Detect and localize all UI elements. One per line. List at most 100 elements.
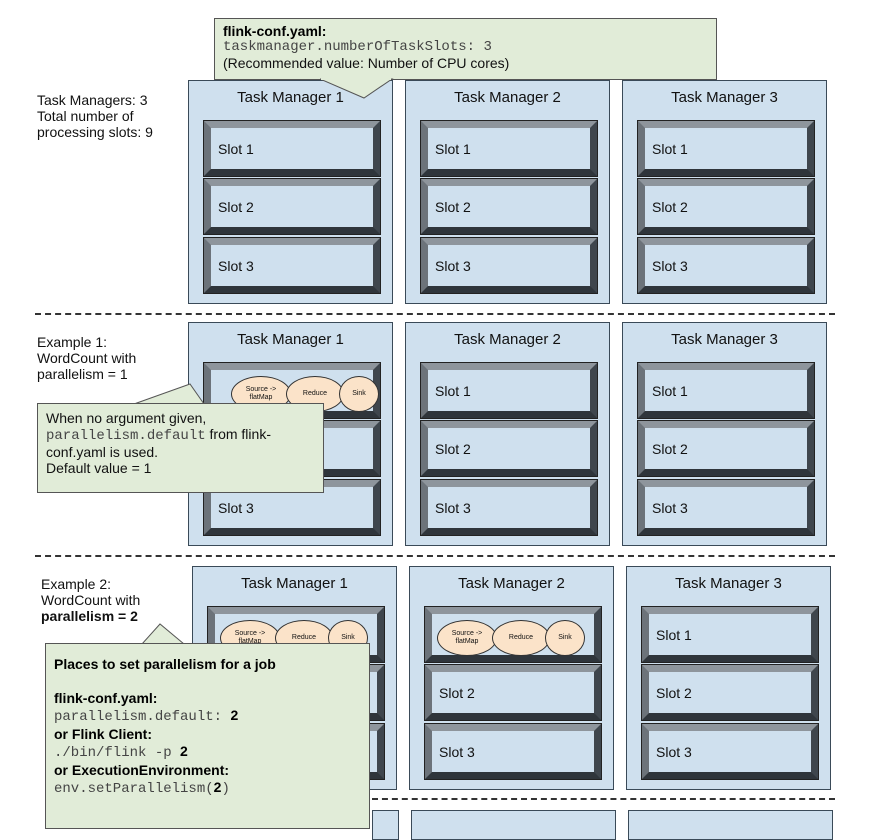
- caption-line: Example 1:: [37, 334, 108, 350]
- op-label: Reduce: [508, 634, 534, 641]
- op-label: Source ->: [245, 386, 277, 393]
- caption-line: parallelism = 1: [37, 366, 128, 382]
- task-manager-2: Task Manager 2 Source ->flatMap Reduce S…: [409, 566, 614, 790]
- note-code: ): [221, 781, 230, 797]
- op-label: Source ->: [234, 630, 266, 637]
- callout-title: flink-conf.yaml:: [223, 23, 327, 39]
- slot-1: Slot 1: [638, 121, 814, 176]
- slot-3: Slot 3: [204, 238, 380, 293]
- slot-label: Slot 3: [218, 257, 254, 274]
- note-code: env.setParallelism(: [54, 781, 214, 797]
- slot-label: Slot 3: [435, 257, 471, 274]
- slot-label: Slot 3: [652, 257, 688, 274]
- slot-label: Slot 2: [435, 198, 471, 215]
- caption-line: Example 2:: [41, 576, 112, 592]
- note-value: 2: [180, 743, 188, 759]
- tm-title: Task Manager 2: [454, 89, 561, 106]
- operator-source-flatmap: Source ->flatMap: [437, 620, 497, 656]
- slot-3: Slot 3: [421, 480, 597, 535]
- tm-title: Task Manager 2: [454, 331, 561, 348]
- task-manager-3: Task Manager 3 Slot 1 Slot 2 Slot 3: [622, 322, 827, 546]
- slot-3: Slot 3: [638, 238, 814, 293]
- operator-sink: Sink: [339, 376, 379, 412]
- section-divider: [35, 313, 835, 315]
- op-label: Sink: [558, 634, 572, 641]
- caption-line: WordCount with: [37, 350, 137, 366]
- slot-label: Slot 2: [435, 440, 471, 457]
- op-label: Source ->: [451, 630, 483, 637]
- caption-line: parallelism = 2: [41, 608, 138, 624]
- op-label: Sink: [352, 390, 366, 397]
- note-code: parallelism.default: [46, 428, 206, 444]
- slot-label: Slot 1: [652, 382, 688, 399]
- note-code: parallelism.default:: [54, 709, 231, 725]
- tm-title: Task Manager 1: [241, 575, 348, 592]
- slot-label: Slot 1: [435, 140, 471, 157]
- note-heading: flink-conf.yaml:: [54, 690, 158, 706]
- note-value: 2: [213, 779, 222, 795]
- task-manager-3: Task Manager 3 Slot 1 Slot 2 Slot 3: [626, 566, 831, 790]
- callout-pointer: [320, 78, 394, 99]
- op-label: Sink: [341, 634, 355, 641]
- operator-sink: Sink: [545, 620, 585, 656]
- task-manager-3: Task Manager 3 Slot 1 Slot 2 Slot 3: [622, 80, 827, 304]
- slot-2: Slot 2: [421, 179, 597, 234]
- section1-caption: Task Managers: 3 Total number of process…: [37, 92, 153, 140]
- tm-title: Task Manager 1: [237, 331, 344, 348]
- note-value: 2: [230, 707, 239, 723]
- op-label: flatMap: [249, 394, 273, 401]
- callout-code: taskmanager.numberOfTaskSlots: 3: [223, 39, 492, 55]
- task-manager-2: Task Manager 2 Slot 1 Slot 2 Slot 3: [405, 80, 610, 304]
- op-label: flatMap: [455, 638, 479, 645]
- caption-line: processing slots: 9: [37, 124, 153, 140]
- slot-3: Slot 3: [638, 480, 814, 535]
- caption-line: Total number of: [37, 108, 134, 124]
- slot-2: Slot 2: [638, 179, 814, 234]
- task-manager-partial: [628, 810, 833, 840]
- slot-1: Slot 1: [421, 363, 597, 418]
- slot-label: Slot 1: [218, 140, 254, 157]
- slot-label: Slot 1: [652, 140, 688, 157]
- slot-label: Slot 2: [656, 684, 692, 701]
- note-code: ./bin/flink -p: [54, 745, 181, 761]
- slot-label: Slot 1: [435, 382, 471, 399]
- slot-1: Slot 1: [421, 121, 597, 176]
- slot-2: Slot 2: [425, 665, 601, 720]
- note-heading: or Flink Client:: [54, 726, 152, 742]
- op-label: Reduce: [291, 634, 317, 641]
- slot-2: Slot 2: [421, 421, 597, 476]
- section2-caption: Example 1: WordCount with parallelism = …: [37, 334, 136, 382]
- slot-label: Slot 3: [439, 743, 475, 760]
- operator-reduce: Reduce: [492, 620, 550, 656]
- slot-2: Slot 2: [638, 421, 814, 476]
- slot-label: Slot 2: [652, 440, 688, 457]
- op-label: flatMap: [238, 638, 262, 645]
- note-line: When no argument given,: [46, 410, 207, 426]
- task-manager-1: Task Manager 1 Slot 1 Slot 2 Slot 3: [188, 80, 393, 304]
- slot-3: Slot 3: [421, 238, 597, 293]
- task-manager-2: Task Manager 2 Slot 1 Slot 2 Slot 3: [405, 322, 610, 546]
- slot-1: Slot 1: [642, 607, 818, 662]
- note-heading: or ExecutionEnvironment:: [54, 762, 230, 778]
- tm-title: Task Manager 3: [675, 575, 782, 592]
- section3-caption: Example 2: WordCount with parallelism = …: [41, 576, 140, 624]
- task-manager-partial: [411, 810, 616, 840]
- op-label: Reduce: [302, 390, 328, 397]
- caption-line: WordCount with: [41, 592, 141, 608]
- slot-label: Slot 2: [652, 198, 688, 215]
- slot-2: Slot 2: [642, 665, 818, 720]
- tm-title: Task Manager 3: [671, 331, 778, 348]
- section-divider: [372, 798, 835, 800]
- note-line: from flink-: [205, 426, 271, 442]
- slot-2: Slot 2: [204, 179, 380, 234]
- slot-1: Source ->flatMap Reduce Sink: [425, 607, 601, 662]
- note-line: Default value = 1: [46, 460, 152, 476]
- slot-label: Slot 3: [656, 743, 692, 760]
- default-parallelism-note: When no argument given, parallelism.defa…: [37, 403, 324, 493]
- task-manager-partial: [372, 810, 399, 840]
- slot-3: Slot 3: [425, 724, 601, 779]
- slot-1: Slot 1: [638, 363, 814, 418]
- slot-3: Slot 3: [642, 724, 818, 779]
- slot-label: Slot 3: [435, 499, 471, 516]
- slot-label: Slot 2: [218, 198, 254, 215]
